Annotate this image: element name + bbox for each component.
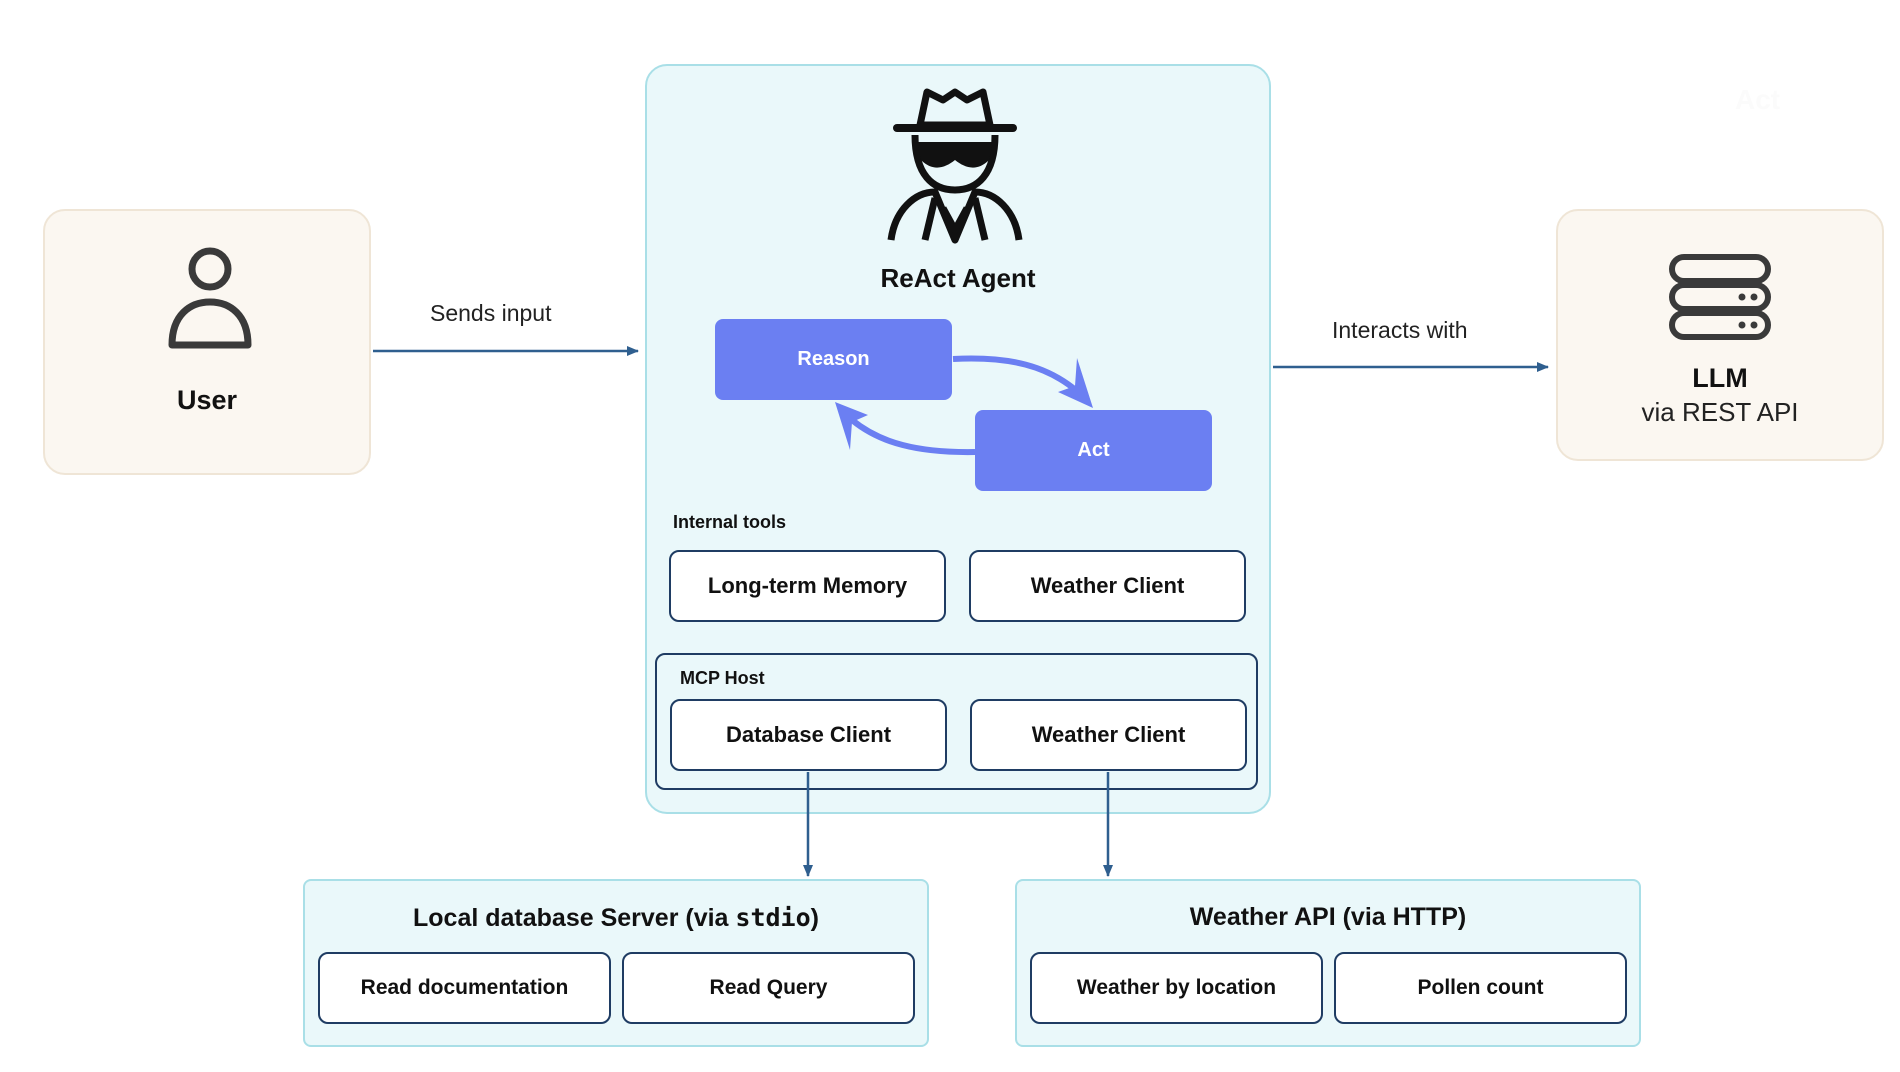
user-icon (168, 247, 252, 349)
llm-subtitle: via REST API (1641, 397, 1799, 427)
arrow-reason-to-act (952, 355, 1080, 395)
weather-api-title: Weather API (via HTTP) (1189, 903, 1467, 931)
edge-label-interacts-with: Interacts with (1332, 317, 1468, 343)
llm-title: LLM (1692, 363, 1748, 393)
tool-read-documentation: Read documentation (318, 952, 611, 1024)
server-title-code: stdio (735, 903, 811, 932)
internal-tool-weather-client: Weather Client (969, 550, 1246, 622)
local-database-server-title: Local database Server (via stdio) (303, 903, 929, 933)
mcp-client-database: Database Client (670, 699, 947, 771)
internal-tool-long-term-memory: Long-term Memory (669, 550, 946, 622)
tool-read-query: Read Query (622, 952, 915, 1024)
act-label: Act (1077, 439, 1110, 461)
server-stack-icon (1669, 254, 1771, 340)
internal-tools-label: Internal tools (673, 512, 787, 532)
arrow-act-to-reason (850, 417, 976, 456)
act-node: Act (975, 410, 1212, 491)
mcp-host-label: MCP Host (680, 668, 765, 688)
mcp-host-container (655, 653, 1258, 790)
agent-title: ReAct Agent (880, 263, 1036, 293)
server-title-prefix: Local database Server (via (413, 904, 736, 932)
server-title-suffix: ) (810, 904, 819, 932)
ghost-act-label: Act (1735, 84, 1781, 115)
tool-weather-by-location: Weather by location (1030, 952, 1323, 1024)
mcp-client-weather: Weather Client (970, 699, 1247, 771)
user-label: User (176, 385, 238, 415)
edge-label-sends-input: Sends input (430, 300, 552, 326)
reason-label: Reason (797, 348, 870, 370)
tool-pollen-count: Pollen count (1334, 952, 1627, 1024)
agent-icon (887, 88, 1023, 244)
reason-node: Reason (715, 319, 952, 400)
